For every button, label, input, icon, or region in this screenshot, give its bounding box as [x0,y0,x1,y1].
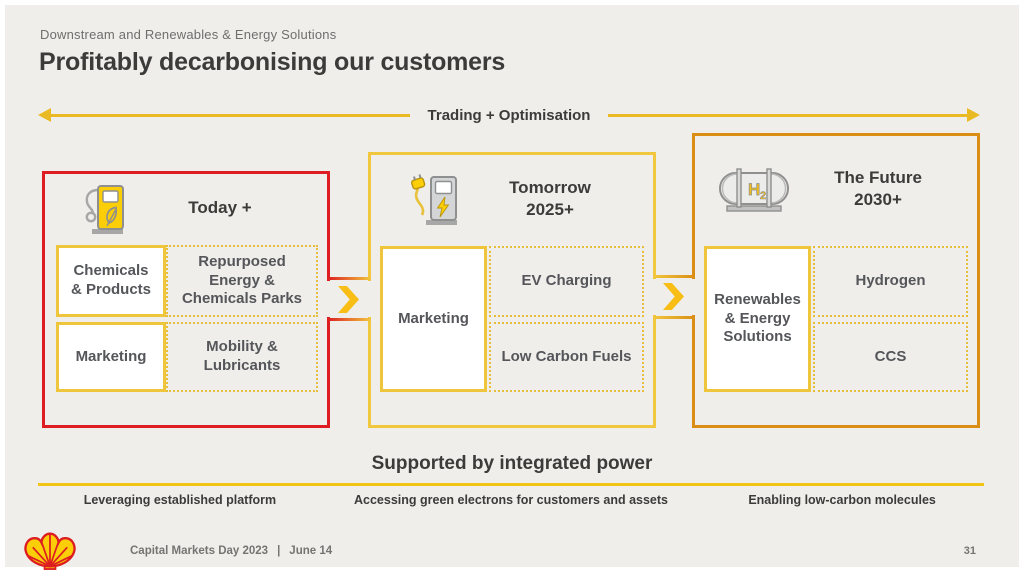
future-title: The Future 2030+ [793,167,977,211]
connector-gap [690,279,698,315]
cell-renewables-energy-solutions: Renewables & Energy Solutions [704,246,811,392]
future-header: H 2 The Future 2030+ [695,136,977,242]
cell-repurposed-energy-chemicals-parks: Repurposed Energy & Chemicals Parks [166,245,318,317]
arrowhead-right-icon [967,108,980,122]
cell-chemicals-products: Chemicals & Products [56,245,166,317]
connector-line [327,318,371,321]
connector-gap [366,281,374,317]
svg-text:2: 2 [760,190,766,202]
connector-line [653,316,695,319]
cell-low-carbon-fuels: Low Carbon Fuels [489,322,644,392]
supported-divider-line [38,483,984,486]
shell-pecten-logo [21,530,79,570]
arrow-line-right [608,113,967,117]
today-title-line1: Today + [188,197,252,217]
captions-row: Leveraging established platform Accessin… [38,493,984,507]
caption-future: Enabling low-carbon molecules [748,493,936,507]
today-header: Today + [45,174,327,242]
supported-heading: Supported by integrated power [371,453,653,474]
future-title-line2: 2030+ [854,190,902,209]
svg-text:H: H [748,180,760,199]
future-title-line1: The Future [834,167,922,187]
arrow-line-left [51,113,410,117]
tomorrow-title-line2: 2025+ [526,200,574,219]
cell-mobility-lubricants: Mobility & Lubricants [166,322,318,392]
tomorrow-title-line1: Tomorrow [509,177,591,197]
caption-tomorrow: Accessing green electrons for customers … [353,493,668,507]
connector-gap [650,279,659,315]
connector-line [653,275,695,278]
chevron-right-icon [663,283,684,310]
tomorrow-header: Tomorrow 2025+ [371,155,653,243]
footer-date: June 14 [289,545,333,557]
connector-gap [324,281,333,317]
cell-marketing-tomorrow: Marketing [380,246,487,392]
tomorrow-title: Tomorrow 2025+ [461,177,653,221]
page-number: 31 [963,545,976,557]
cell-marketing-today: Marketing [56,322,166,392]
eyebrow: Downstream and Renewables & Energy Solut… [40,27,337,42]
footer-separator: | [277,545,281,557]
cell-hydrogen: Hydrogen [813,246,968,317]
arrowhead-left-icon [38,108,51,122]
trading-label: Trading + Optimisation [427,106,591,124]
chevron-right-icon [338,286,359,313]
page-title: Profitably decarbonising our customers [39,48,506,76]
cell-ev-charging: EV Charging [489,246,644,317]
footer-event: Capital Markets Day 2023 [130,545,269,557]
today-title: Today + [127,197,327,219]
hydrogen-tank-icon: H 2 [715,161,793,217]
ev-charger-icon [409,172,461,226]
connector-line [327,277,371,280]
cell-ccs: CCS [813,322,968,392]
caption-today: Leveraging established platform [83,493,277,507]
footer-text: Capital Markets Day 2023 | June 14 [130,545,332,557]
fuel-pump-icon [83,181,127,235]
trading-optimisation-arrow: Trading + Optimisation [38,103,980,127]
